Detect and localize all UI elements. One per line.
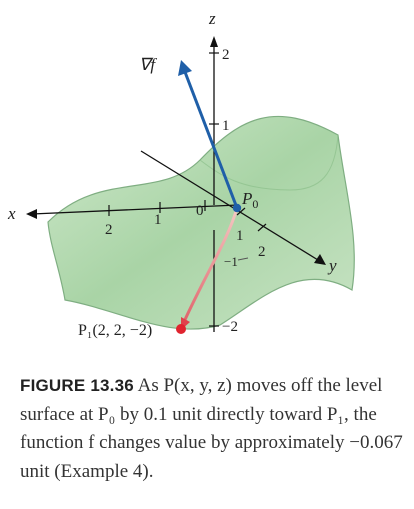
x-axis (31, 204, 239, 215)
x-axis-arrowhead (26, 209, 37, 219)
z-tick-label-2: 2 (222, 47, 230, 63)
figure-number: FIGURE 13.36 (20, 376, 134, 395)
surface-tick (237, 257, 249, 261)
y-tick-label-1: 1 (236, 228, 244, 244)
surface-tick-label: −1 (224, 254, 238, 269)
z-axis-arrowhead (210, 36, 218, 47)
level-surface (47, 115, 355, 330)
gradient-arrowhead (178, 60, 192, 76)
p1-label: P₁(2, 2, −2) (78, 322, 152, 339)
z-tick-label-neg2: −2 (222, 319, 238, 335)
y-tick-label-2: 2 (258, 244, 266, 260)
x-tick-label-1: 1 (154, 212, 162, 228)
caption-text: As P(x, y, z) moves off the level surfac… (20, 375, 403, 482)
x-tick-label-2: 2 (105, 222, 113, 238)
z-axis-label: z (208, 9, 216, 28)
figure-caption: FIGURE 13.36 As P(x, y, z) moves off the… (20, 372, 405, 486)
y-axis-label: y (327, 256, 337, 275)
p0-label: P0 (241, 189, 258, 211)
x-axis-label: x (7, 204, 16, 223)
z-tick-label-1: 1 (222, 118, 230, 134)
point-p1 (176, 324, 186, 334)
gradient-label: ∇f (139, 55, 157, 74)
y-axis-arrowhead (314, 254, 326, 265)
x-tick-label-0: 0 (196, 203, 204, 219)
surface-fold (199, 134, 339, 191)
y-tick-2 (257, 223, 267, 232)
point-p0 (232, 203, 242, 213)
y-tick-1 (236, 207, 246, 216)
gradient-vector (183, 71, 239, 209)
level-surface-figure: z x y 2 1 −2 2 1 0 1 2 −1 ∇f P0 P₁(2, 2,… (7, 9, 355, 339)
y-axis (140, 150, 319, 261)
path-to-p1 (181, 207, 239, 325)
